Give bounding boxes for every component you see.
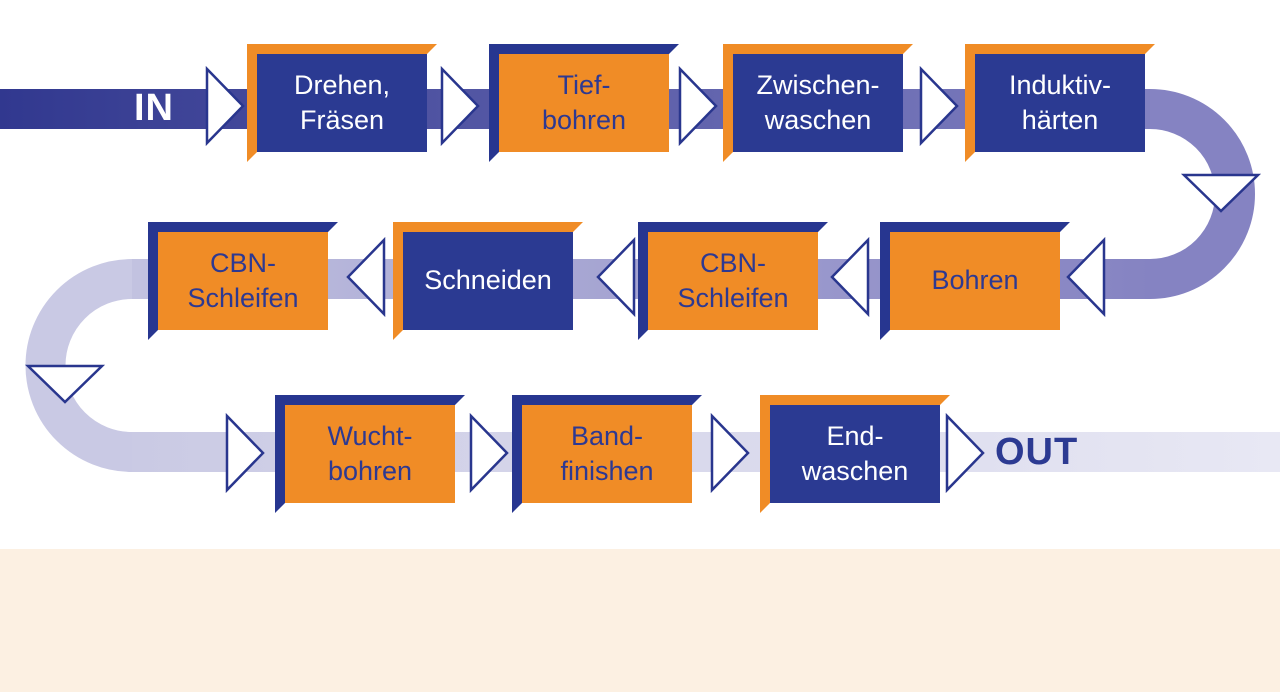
- process-step-schneiden: Schneiden: [393, 222, 583, 340]
- arrow-right-icon: [945, 412, 985, 494]
- arrow-left-icon: [830, 236, 870, 318]
- process-step-cbn-schleifen-2: CBN- Schleifen: [148, 222, 338, 340]
- flow-out-label: OUT: [995, 431, 1079, 473]
- box-face: Drehen, Fräsen: [257, 54, 427, 152]
- box-face: Tief- bohren: [499, 54, 669, 152]
- arrow-down-icon: [1180, 173, 1262, 213]
- box-face: Bohren: [890, 232, 1060, 330]
- box-face: End- waschen: [770, 405, 940, 503]
- arrow-left-icon: [346, 236, 386, 318]
- box-face: Induktiv- härten: [975, 54, 1145, 152]
- legend: Nicht wassergemischte Öle, z. B. HYCUT® …: [0, 549, 1280, 692]
- process-step-label: Wucht- bohren: [327, 420, 413, 486]
- process-step-label: Schneiden: [424, 265, 552, 296]
- process-step-label: Band- finishen: [560, 420, 654, 486]
- process-step-label: Zwischen- waschen: [756, 69, 880, 135]
- process-step-label: Tief- bohren: [541, 69, 627, 135]
- box-face: Zwischen- waschen: [733, 54, 903, 152]
- process-step-tiefbohren: Tief- bohren: [489, 44, 679, 162]
- arrow-left-icon: [1066, 236, 1106, 318]
- arrow-right-icon: [225, 412, 265, 494]
- process-step-drehen-fraesen: Drehen, Fräsen: [247, 44, 437, 162]
- arrow-down-icon: [24, 364, 106, 404]
- process-step-label: Drehen, Fräsen: [293, 69, 391, 135]
- arrow-right-icon: [440, 65, 480, 147]
- process-step-wuchtbohren: Wucht- bohren: [275, 395, 465, 513]
- process-step-bohren: Bohren: [880, 222, 1070, 340]
- arrow-right-icon: [710, 412, 750, 494]
- arrow-left-icon: [596, 236, 636, 318]
- box-face: Wucht- bohren: [285, 405, 455, 503]
- box-face: CBN- Schleifen: [158, 232, 328, 330]
- process-step-endwaschen: End- waschen: [760, 395, 950, 513]
- process-step-label: CBN- Schleifen: [187, 247, 299, 313]
- arrow-right-icon: [678, 65, 718, 147]
- process-step-induktivhaerten: Induktiv- härten: [965, 44, 1155, 162]
- process-step-label: CBN- Schleifen: [677, 247, 789, 313]
- arrow-right-icon: [469, 412, 509, 494]
- process-step-zwischenwaschen: Zwischen- waschen: [723, 44, 913, 162]
- process-step-label: Bohren: [931, 265, 1019, 296]
- process-step-label: Induktiv- härten: [1008, 69, 1112, 135]
- arrow-right-icon: [205, 65, 245, 147]
- box-face: CBN- Schleifen: [648, 232, 818, 330]
- flow-in-label: IN: [134, 87, 174, 129]
- arrow-right-icon: [919, 65, 959, 147]
- process-step-label: End- waschen: [801, 420, 909, 486]
- box-face: Schneiden: [403, 232, 573, 330]
- process-step-cbn-schleifen-1: CBN- Schleifen: [638, 222, 828, 340]
- process-step-bandfinishen: Band- finishen: [512, 395, 702, 513]
- box-face: Band- finishen: [522, 405, 692, 503]
